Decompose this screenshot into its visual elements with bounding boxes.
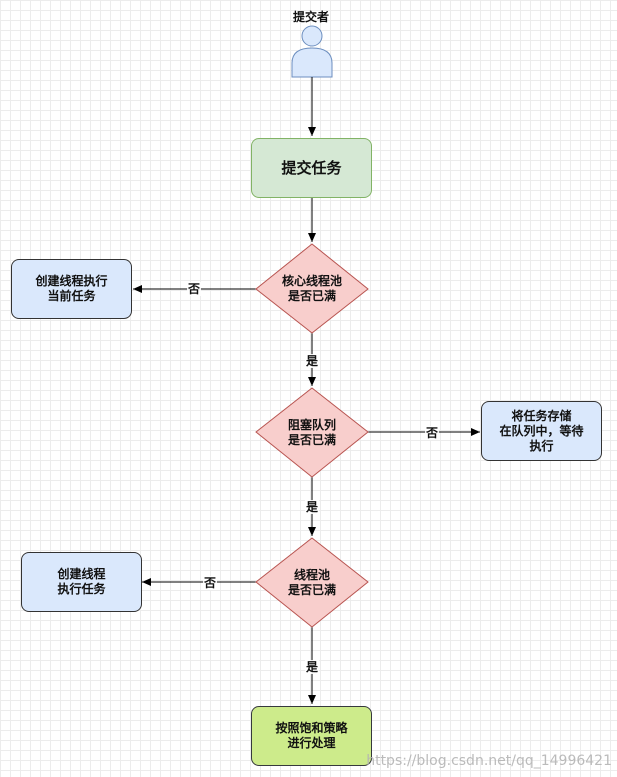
decision-core-diamond [255, 243, 369, 334]
store-queue-node: 将任务存储 在队列中，等待 执行 [481, 401, 602, 461]
edge-label-pool-yes: 是 [305, 660, 320, 674]
actor-label: 提交者 [293, 10, 330, 24]
watermark: https://blog.csdn.net/qq_14996421 [366, 753, 612, 769]
create-thread-node: 创建线程 执行任务 [21, 552, 142, 612]
edge-label-pool-no: 否 [203, 576, 218, 590]
saturation-policy-node: 按照饱和策略 进行处理 [251, 706, 372, 766]
decision-queue-diamond [255, 387, 369, 478]
edge-label-queue-no: 否 [425, 426, 440, 440]
edge-label-queue-yes: 是 [305, 500, 320, 514]
queue-full-label: 阻塞队列 是否已满 [287, 418, 336, 447]
decision-pool-diamond [255, 537, 369, 628]
submit-task-node: 提交任务 [251, 138, 372, 198]
edge-label-core-yes: 是 [305, 354, 320, 368]
user-icon [291, 25, 333, 78]
pool-full-label: 线程池 是否已满 [287, 568, 336, 597]
create-exec-node: 创建线程执行 当前任务 [11, 259, 132, 319]
core-full-label: 核心线程池 是否已满 [281, 274, 342, 303]
edge-label-core-no: 否 [187, 282, 202, 296]
